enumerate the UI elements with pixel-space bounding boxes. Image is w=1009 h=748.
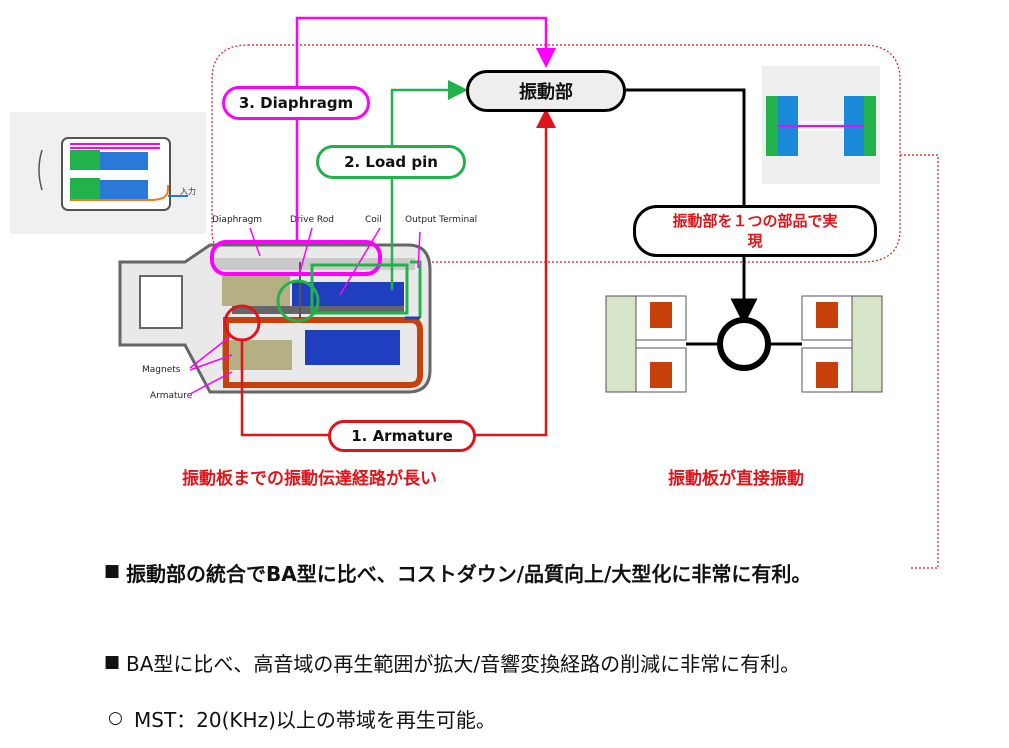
ba-driver-section [118, 243, 432, 394]
bullet-1-marker: ■ [104, 561, 121, 581]
main-path [626, 88, 758, 326]
bullet-3-text: MST：20(KHz)以上の帯域を再生可能。 [134, 708, 496, 732]
bullet-1-text: 振動部の統合でBA型に比べ、コストダウン/品質向上/大型化に非常に有利。 [126, 562, 812, 586]
armature-node: 1. Armature [328, 420, 476, 452]
label-magnets: Magnets [142, 365, 181, 375]
diaphragm-highlight [210, 240, 382, 276]
bullet-3-marker: ○ [108, 708, 123, 728]
label-diaphragm: Diaphragm [212, 215, 262, 225]
load-pin-node: 2. Load pin [316, 145, 466, 179]
right-inset [762, 66, 880, 184]
label-drive-rod: Drive Rod [290, 215, 334, 225]
label-coil: Coil [365, 215, 382, 225]
left-caption: 振動板までの振動伝達経路が長い [182, 469, 437, 489]
label-output-terminal: Output Terminal [405, 215, 477, 225]
load-pin-path [390, 80, 468, 290]
inset-thumbnail: 入力 [10, 112, 206, 234]
diaphragm-path [295, 16, 556, 240]
label-armature: Armature [150, 391, 193, 401]
diaphragm-node: 3. Diaphragm [222, 86, 370, 120]
load-pin-frame [310, 263, 409, 315]
vibration-unit-node: 振動部 [466, 70, 626, 112]
single-part-node: 振動部を１つの部品で実現 [633, 205, 877, 257]
bullet-2-marker: ■ [104, 652, 121, 672]
integrated-schematic [605, 295, 883, 393]
right-caption: 振動板が直接振動 [668, 469, 804, 489]
dotted-connector [900, 154, 939, 569]
load-pin-highlight [276, 279, 320, 323]
bullet-2-text: BA型に比べ、高音域の再生範囲が拡大/音響変換経路の削減に非常に有利。 [126, 652, 801, 676]
input-label: 入力 [180, 186, 196, 196]
